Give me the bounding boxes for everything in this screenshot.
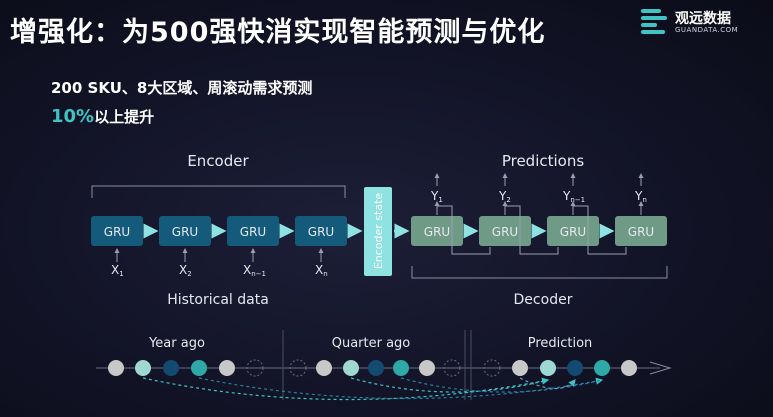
scope-text: 200 SKU、8大区域、周滚动需求预测 xyxy=(51,79,313,97)
predictions-label: Predictions xyxy=(502,152,585,170)
encoder-cells: GRU GRU GRU GRU xyxy=(91,216,347,246)
reference-arc-quarter-2 xyxy=(400,377,603,393)
encoder-state-box xyxy=(364,187,392,276)
decoder-gru-3 xyxy=(547,216,599,246)
encoder-state-label: Encoder state xyxy=(372,193,385,270)
decoder-gru-2 xyxy=(479,216,531,246)
section-year-ago: Year ago xyxy=(148,336,205,351)
dot-teal xyxy=(393,360,409,376)
page-title: 增强化：为500强快消实现智能预测与优化 xyxy=(10,17,546,48)
decoder-caption: Decoder xyxy=(514,292,573,308)
dot-empty xyxy=(443,359,461,377)
decoder-gru-label: GRU xyxy=(560,225,586,239)
brand-name: 观远数据 xyxy=(675,11,731,27)
decoder-cells: GRU GRU GRU GRU xyxy=(411,216,667,246)
dot-teal xyxy=(594,360,610,376)
input-xn-1: Xn−1 xyxy=(243,263,266,278)
decoder-bracket xyxy=(411,266,668,279)
decoder-gru-1 xyxy=(411,216,463,246)
output-y2: Y2 xyxy=(498,189,511,204)
dot-grey xyxy=(512,360,528,376)
section-quarter-ago: Quarter ago xyxy=(332,336,411,351)
input-x2: X2 xyxy=(179,263,192,278)
reference-arc-year-2 xyxy=(198,377,604,400)
output-yn-1: Yn−1 xyxy=(562,189,585,204)
brand-domain: GUANDATA.COM xyxy=(675,26,739,34)
timeline-axis-arrow xyxy=(649,361,672,375)
improvement-value: 10% xyxy=(51,106,95,127)
dot-light-teal xyxy=(343,360,359,376)
dot-empty xyxy=(483,359,501,377)
dot-navy xyxy=(567,360,583,376)
section-prediction: Prediction xyxy=(528,336,593,351)
dot-empty xyxy=(246,359,264,377)
encoder-bracket xyxy=(91,185,346,198)
output-y1: Y1 xyxy=(430,189,443,204)
encoder-gru-label: GRU xyxy=(240,225,266,239)
improvement-label: 以上提升 xyxy=(94,108,155,126)
reference-arc-year xyxy=(142,377,550,401)
timeline: Year ago Quarter ago Prediction xyxy=(96,330,672,401)
dot-light-teal xyxy=(540,360,556,376)
reference-arc-quarter xyxy=(350,377,549,393)
encoder-gru-label: GRU xyxy=(308,225,334,239)
dot-empty xyxy=(289,359,307,377)
dot-grey xyxy=(621,360,637,376)
dot-grey xyxy=(219,360,235,376)
guandata-logo-icon xyxy=(641,9,667,34)
dot-grey xyxy=(419,360,435,376)
decoder-gru-label: GRU xyxy=(424,225,450,239)
encoder-gru-label: GRU xyxy=(104,225,130,239)
decoder-gru-label: GRU xyxy=(628,225,654,239)
encoder-gru-4 xyxy=(295,216,347,246)
encoder-gru-2 xyxy=(159,216,211,246)
historical-data-caption: Historical data xyxy=(167,292,269,308)
input-xn: Xn xyxy=(315,263,328,278)
decoder-gru-label: GRU xyxy=(492,225,518,239)
dot-teal xyxy=(191,360,207,376)
reference-arc-near xyxy=(519,377,576,390)
input-x1: X1 xyxy=(111,263,124,278)
encoder-gru-label: GRU xyxy=(172,225,198,239)
dot-navy xyxy=(368,360,384,376)
improvement-text: 10%以上提升 xyxy=(51,106,154,127)
dot-grey xyxy=(316,360,332,376)
brand-logo: 观远数据 GUANDATA.COM xyxy=(639,6,759,40)
encoder-label: Encoder xyxy=(187,152,249,170)
dot-navy xyxy=(163,360,179,376)
dot-light-teal xyxy=(135,360,151,376)
dot-grey xyxy=(108,360,124,376)
decoder-gru-4 xyxy=(615,216,667,246)
output-yn: Yn xyxy=(634,189,647,204)
encoder-gru-1 xyxy=(91,216,143,246)
encoder-gru-3 xyxy=(227,216,279,246)
